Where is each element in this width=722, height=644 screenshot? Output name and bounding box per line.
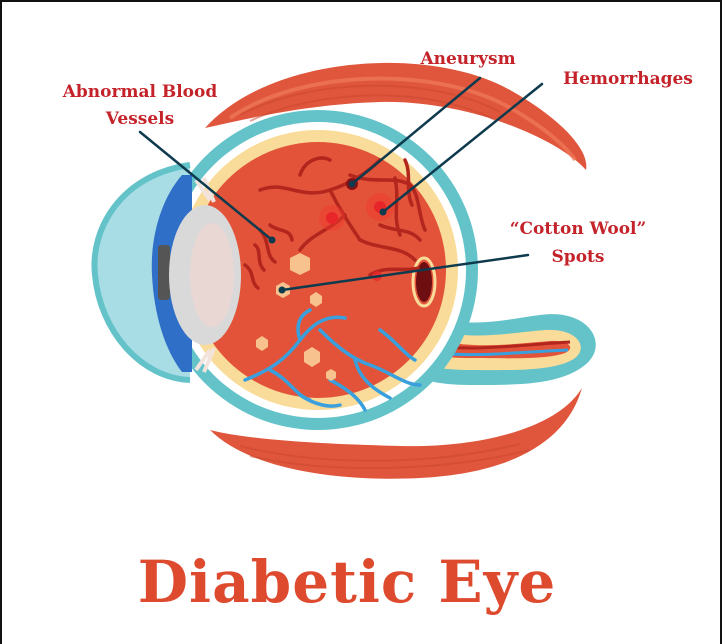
hemorrhage-spot-1 bbox=[326, 212, 338, 224]
page-title: Diabetic Eye bbox=[138, 548, 557, 616]
label-abnormal-line2: Vessels bbox=[105, 109, 174, 129]
label-aneurysm: Aneurysm bbox=[419, 49, 515, 69]
leader-dot-abnormal bbox=[269, 237, 276, 244]
pupil bbox=[158, 245, 170, 300]
label-cotton-line2: Spots bbox=[552, 247, 605, 267]
leader-dot-aneurysm bbox=[349, 181, 356, 188]
label-cotton-line1: “Cotton Wool” bbox=[510, 219, 647, 239]
leader-dot-hemorrhages bbox=[380, 209, 387, 216]
label-abnormal-line1: Abnormal Blood bbox=[62, 82, 218, 102]
label-hemorrhages: Hemorrhages bbox=[563, 69, 693, 89]
lens-highlight bbox=[190, 223, 234, 327]
leader-dot-cotton bbox=[279, 287, 286, 294]
